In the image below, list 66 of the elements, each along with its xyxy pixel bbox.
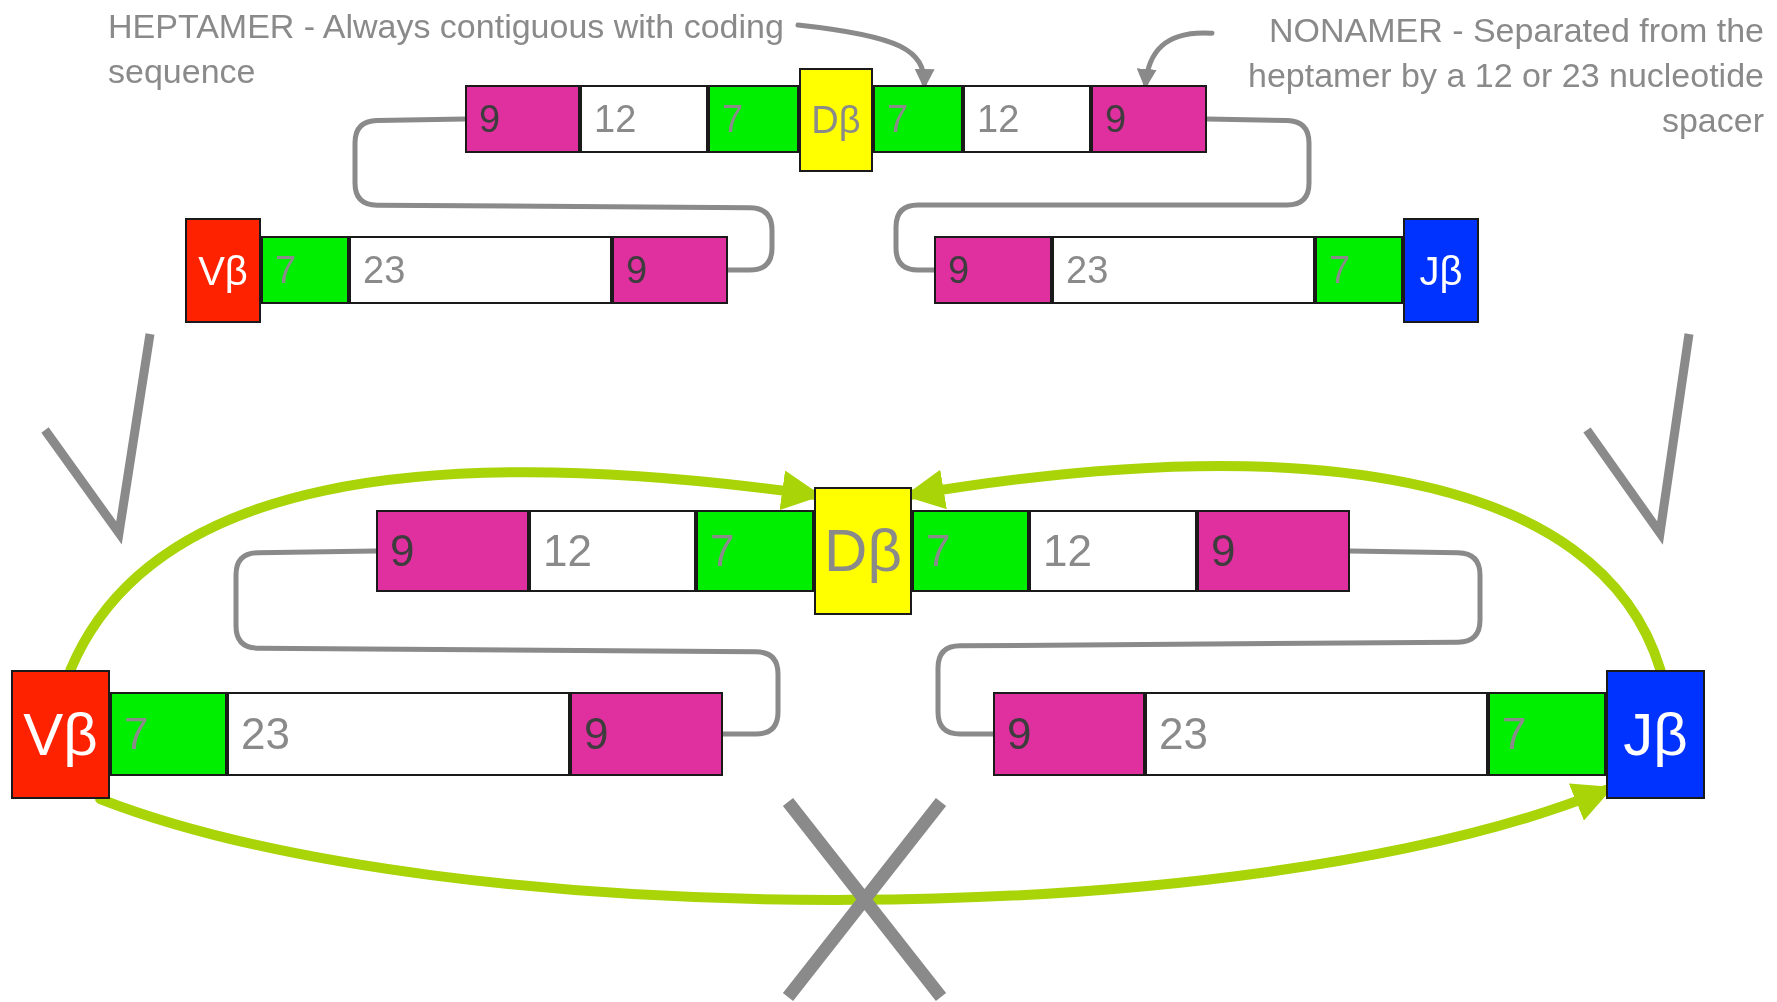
block-label: 12: [543, 529, 592, 573]
block-label: 7: [275, 251, 297, 289]
dna-strand-loop: [233, 548, 781, 737]
heptamer-block: [261, 236, 349, 304]
heptamer-block: [912, 510, 1029, 592]
block-label: 7: [926, 529, 951, 573]
spacer-block: [963, 85, 1091, 153]
block-label: 12: [977, 100, 1020, 138]
block-label: 9: [1105, 100, 1127, 138]
block-label: 7: [124, 712, 149, 756]
nonamer-block: [1197, 510, 1350, 592]
j-segment-block: [1403, 218, 1479, 323]
block-label: 7: [1502, 712, 1527, 756]
block-label: 23: [241, 712, 290, 756]
heptamer-block: [708, 85, 799, 153]
heptamer-block: [1488, 692, 1606, 776]
block-label: Vβ: [198, 250, 248, 291]
heptamer-block: [696, 510, 814, 592]
spacer-block: [1145, 692, 1488, 776]
dna-strand-loop: [352, 116, 775, 273]
j-segment-block: [1606, 670, 1705, 799]
block-label: 9: [948, 251, 970, 289]
annotation-text: HEPTAMER - Always contiguous with coding sequence: [108, 7, 784, 90]
heptamer-block: [1315, 236, 1403, 304]
block-label: 23: [1159, 712, 1208, 756]
block-label: 12: [1043, 529, 1092, 573]
block-label: Dβ: [824, 521, 902, 581]
block-label: 9: [626, 251, 648, 289]
nonamer-block: [1091, 85, 1207, 153]
block-label: 23: [1066, 251, 1109, 289]
annotation-text: NONAMER - Separated from the heptamer by a 12 or 23 nucleotide spacer: [1248, 11, 1764, 139]
nonamer-block: [376, 510, 529, 592]
dna-strand-loop: [893, 116, 1312, 273]
v-segment-block: [185, 218, 261, 323]
block-label: 23: [363, 251, 406, 289]
heptamer-block: [110, 692, 227, 776]
spacer-block: [1052, 236, 1315, 304]
d-segment-block: [799, 68, 873, 172]
block-label: 9: [390, 529, 415, 573]
heptamer-block: [873, 85, 963, 153]
block-label: 7: [710, 529, 735, 573]
block-label: Jβ: [1623, 704, 1688, 765]
dna-strand-loop: [935, 548, 1483, 737]
block-label: 7: [722, 100, 744, 138]
spacer-block: [1029, 510, 1197, 592]
block-label: 9: [1007, 712, 1032, 756]
block-label: 12: [594, 100, 637, 138]
block-label: 9: [584, 712, 609, 756]
block-label: Jβ: [1419, 250, 1463, 291]
d-segment-block: [814, 487, 912, 615]
spacer-block: [580, 85, 708, 153]
block-label: 7: [1329, 251, 1351, 289]
nonamer-block: [465, 85, 580, 153]
nonamer-block: [612, 236, 728, 304]
v-segment-block: [11, 670, 110, 799]
nonamer-block: [993, 692, 1145, 776]
nonamer-block: [570, 692, 723, 776]
block-label: Dβ: [811, 101, 861, 139]
block-label: 9: [479, 100, 501, 138]
nonamer-block: [934, 236, 1052, 304]
block-label: Vβ: [23, 704, 98, 765]
spacer-block: [349, 236, 612, 304]
block-label: 9: [1211, 529, 1236, 573]
spacer-block: [529, 510, 696, 592]
spacer-block: [227, 692, 570, 776]
block-label: 7: [887, 100, 909, 138]
